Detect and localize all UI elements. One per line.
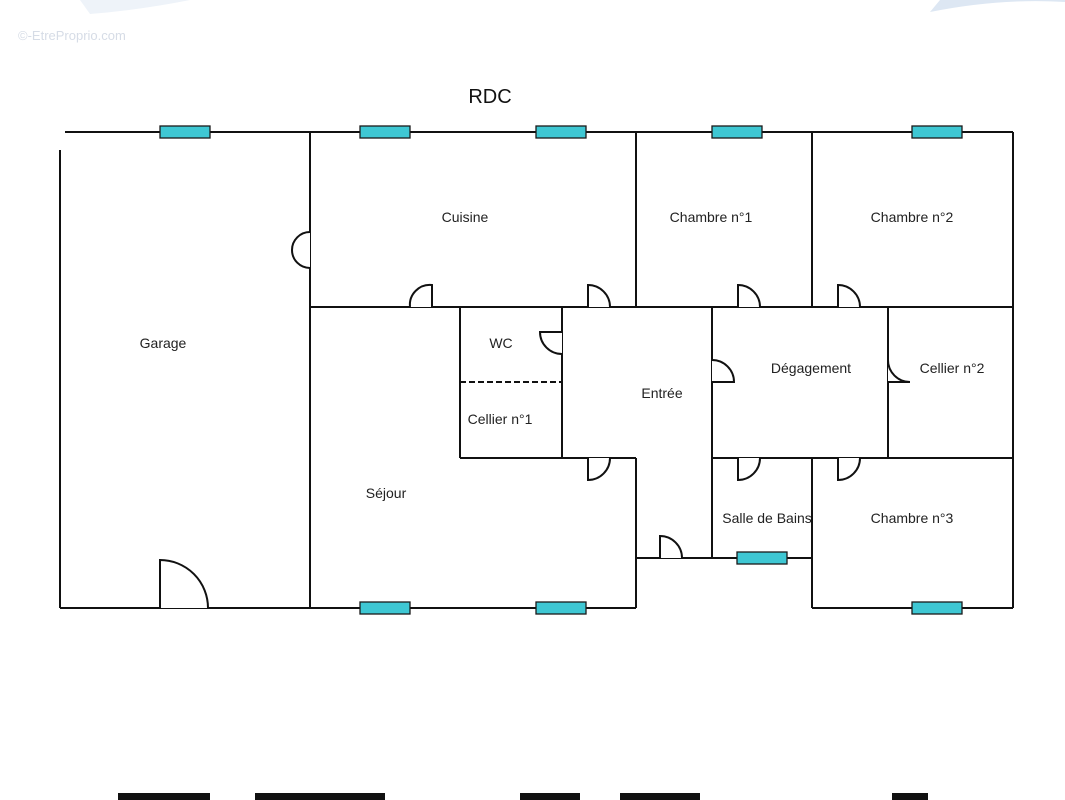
door-cuisine xyxy=(408,283,433,308)
doors xyxy=(159,231,911,609)
window-sejour-1 xyxy=(359,601,411,615)
window-chambre1 xyxy=(711,125,763,139)
room-label-cellier1: Cellier n°1 xyxy=(468,411,533,427)
bottom-decoration xyxy=(118,793,928,800)
windows xyxy=(159,125,963,615)
watermark: ©-EtreProprio.com xyxy=(18,28,126,43)
window-sdb xyxy=(736,551,788,565)
door-garage-cuisine xyxy=(290,231,311,269)
door-sdb xyxy=(737,457,761,482)
window-chambre2 xyxy=(911,125,963,139)
window-sejour-2 xyxy=(535,601,587,615)
window-cuisine-2 xyxy=(535,125,587,139)
room-label-entree: Entrée xyxy=(641,385,682,401)
door-entree-degagement xyxy=(711,359,736,383)
room-label-wc: WC xyxy=(489,335,512,351)
room-label-cellier2: Cellier n°2 xyxy=(920,360,985,376)
door-garage-exterior xyxy=(159,558,209,609)
room-label-chambre3: Chambre n°3 xyxy=(871,510,954,526)
room-labels: Garage Cuisine Chambre n°1 Chambre n°2 W… xyxy=(140,209,985,526)
door-chambre1 xyxy=(737,283,761,308)
room-label-degagement: Dégagement xyxy=(771,360,851,376)
room-label-chambre2: Chambre n°2 xyxy=(871,209,954,225)
window-chambre3 xyxy=(911,601,963,615)
plan-title: RDC xyxy=(468,86,511,108)
walls xyxy=(59,131,1014,609)
door-degagement-cellier2 xyxy=(887,359,911,383)
room-label-cuisine: Cuisine xyxy=(442,209,489,225)
door-cuisine-entree xyxy=(587,283,611,308)
room-label-garage: Garage xyxy=(140,335,187,351)
door-entree-exterior xyxy=(659,534,683,559)
door-entree-sejour xyxy=(587,457,611,482)
room-label-chambre1: Chambre n°1 xyxy=(670,209,753,225)
window-cuisine-1 xyxy=(359,125,411,139)
room-label-sejour: Séjour xyxy=(366,485,407,501)
door-chambre2 xyxy=(837,283,861,308)
door-chambre3 xyxy=(837,457,861,482)
header-decoration-left xyxy=(80,0,190,14)
door-wc xyxy=(538,331,563,355)
room-label-salle-de-bains: Salle de Bains xyxy=(722,510,812,526)
header-decoration xyxy=(930,0,1065,12)
window-garage xyxy=(159,125,211,139)
